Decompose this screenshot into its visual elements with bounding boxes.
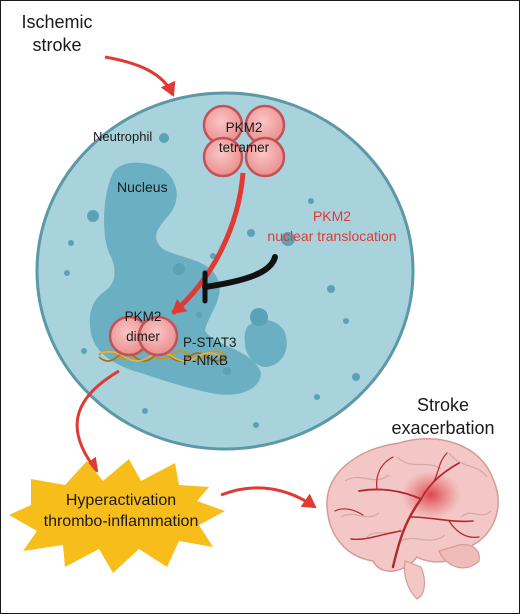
label-tetramer: tetramer xyxy=(219,140,270,155)
label-stroke: stroke xyxy=(32,35,81,55)
granule xyxy=(253,422,259,428)
granule xyxy=(352,373,360,381)
granule xyxy=(247,229,255,237)
label-exacerbation: exacerbation xyxy=(391,418,494,438)
granule xyxy=(314,394,320,400)
granule xyxy=(68,240,74,246)
arrow-to-brain xyxy=(220,486,317,509)
label-pstat3: P-STAT3 xyxy=(183,335,237,350)
label-translocation: nuclear translocation xyxy=(267,228,396,244)
label-tetramer-pkm2: PKM2 xyxy=(226,120,263,135)
granule xyxy=(343,318,349,324)
granule xyxy=(142,408,148,414)
granule xyxy=(196,312,202,318)
granule xyxy=(159,133,169,143)
granule xyxy=(327,285,335,293)
granule xyxy=(173,263,185,275)
label-hyperactivation: Hyperactivation xyxy=(66,492,176,509)
label-thrombo-inflammation: thrombo-inflammation xyxy=(44,513,199,530)
granule xyxy=(210,253,216,259)
label-translocation-pkm2: PKM2 xyxy=(313,208,351,224)
label-neutrophil: Neutrophil xyxy=(93,129,152,144)
pkm2-dimer xyxy=(108,315,179,357)
arrow-translocation xyxy=(171,172,246,315)
label-result-stroke: Stroke xyxy=(417,395,469,415)
brain-illustration xyxy=(326,438,499,600)
arrow-to-hyperactivation xyxy=(75,369,120,473)
granule xyxy=(223,367,231,375)
granules xyxy=(64,133,360,428)
inhibition-symbol xyxy=(202,254,278,304)
label-ischemic: Ischemic xyxy=(21,12,92,32)
arrow-stroke-to-cell xyxy=(104,55,176,97)
granule xyxy=(308,198,314,204)
granule xyxy=(64,270,70,276)
label-pnfkb: P-NfKB xyxy=(183,353,228,368)
label-dimer-pkm2: PKM2 xyxy=(125,309,162,324)
label-nucleus: Nucleus xyxy=(117,179,168,195)
label-dimer: dimer xyxy=(126,329,160,344)
hyperactivation-burst xyxy=(9,459,225,573)
granule xyxy=(281,232,295,246)
granule xyxy=(250,308,268,326)
nucleus-lobe xyxy=(244,319,287,367)
granule xyxy=(87,210,99,222)
pkm2-tetramer xyxy=(202,104,286,178)
granule xyxy=(81,348,87,354)
